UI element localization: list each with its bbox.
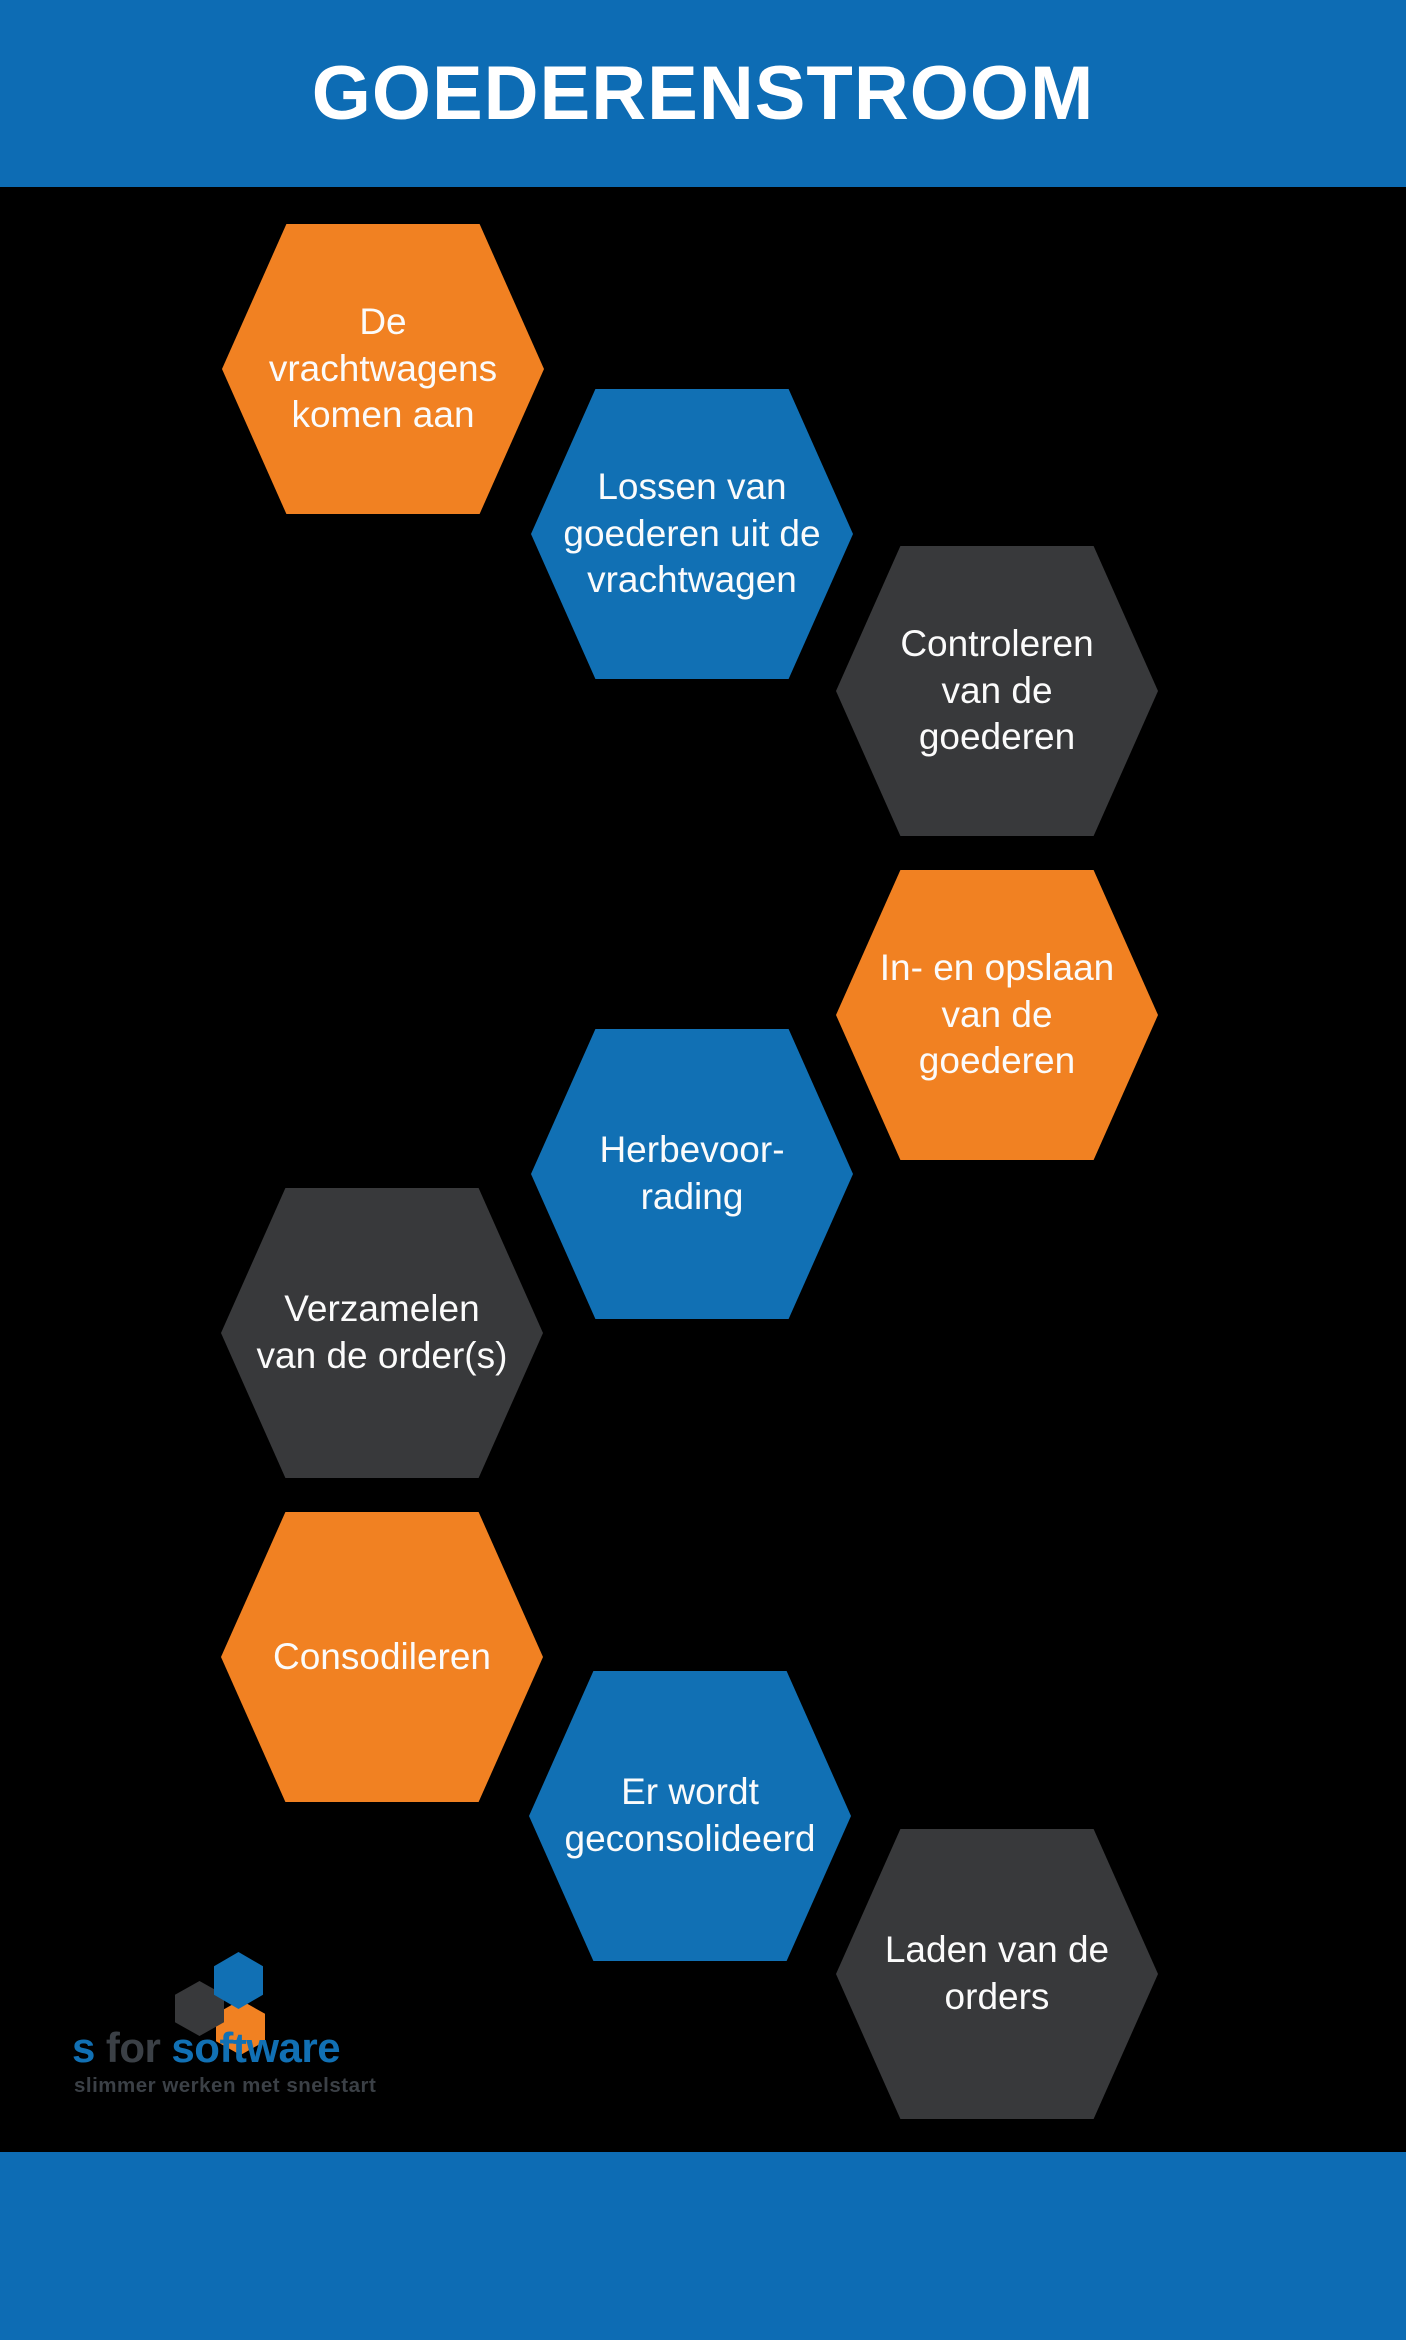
logo-word-software: software	[171, 2024, 341, 2071]
step-label-9: Laden van de orders	[884, 1929, 1110, 2017]
step-label-7: Consodileren	[272, 1635, 492, 1677]
step-label-4: In- en opslaan van de goederen	[879, 947, 1115, 1082]
step-label-3: Controleren van de goederen	[900, 623, 1094, 758]
logo-hexagon-blue-icon	[214, 1952, 263, 2009]
page-title: GOEDERENSTROOM	[311, 51, 1095, 136]
logo-word-s: s	[72, 2024, 95, 2071]
step-label-8: Er wordt geconsolideerd	[564, 1771, 816, 1859]
step-hexagon-2: Lossen van goederen uit de vrachtwagen	[531, 389, 853, 679]
step-hexagon-5: Herbevoor- rading	[531, 1029, 853, 1319]
step-hexagon-4: In- en opslaan van de goederen	[836, 870, 1158, 1160]
logo-word-for: for	[105, 2024, 161, 2071]
footer-band	[0, 2152, 1406, 2340]
step-hexagon-7: Consodileren	[221, 1512, 543, 1802]
step-label-1: De vrachtwagens komen aan	[268, 301, 498, 436]
logo-tagline: slimmer werken met snelstart	[74, 2074, 377, 2097]
header-band: GOEDERENSTROOM	[0, 0, 1406, 187]
step-hexagon-3: Controleren van de goederen	[836, 546, 1158, 836]
step-hexagon-8: Er wordt geconsolideerd	[529, 1671, 851, 1961]
step-hexagon-6: Verzamelen van de order(s)	[221, 1188, 543, 1478]
step-hexagon-9: Laden van de orders	[836, 1829, 1158, 2119]
sforsoftware-logo: s for software	[72, 2024, 341, 2072]
step-label-6: Verzamelen van de order(s)	[256, 1288, 508, 1376]
step-hexagon-1: De vrachtwagens komen aan	[222, 224, 544, 514]
step-label-5: Herbevoor- rading	[599, 1129, 785, 1217]
step-label-2: Lossen van goederen uit de vrachtwagen	[563, 466, 821, 601]
